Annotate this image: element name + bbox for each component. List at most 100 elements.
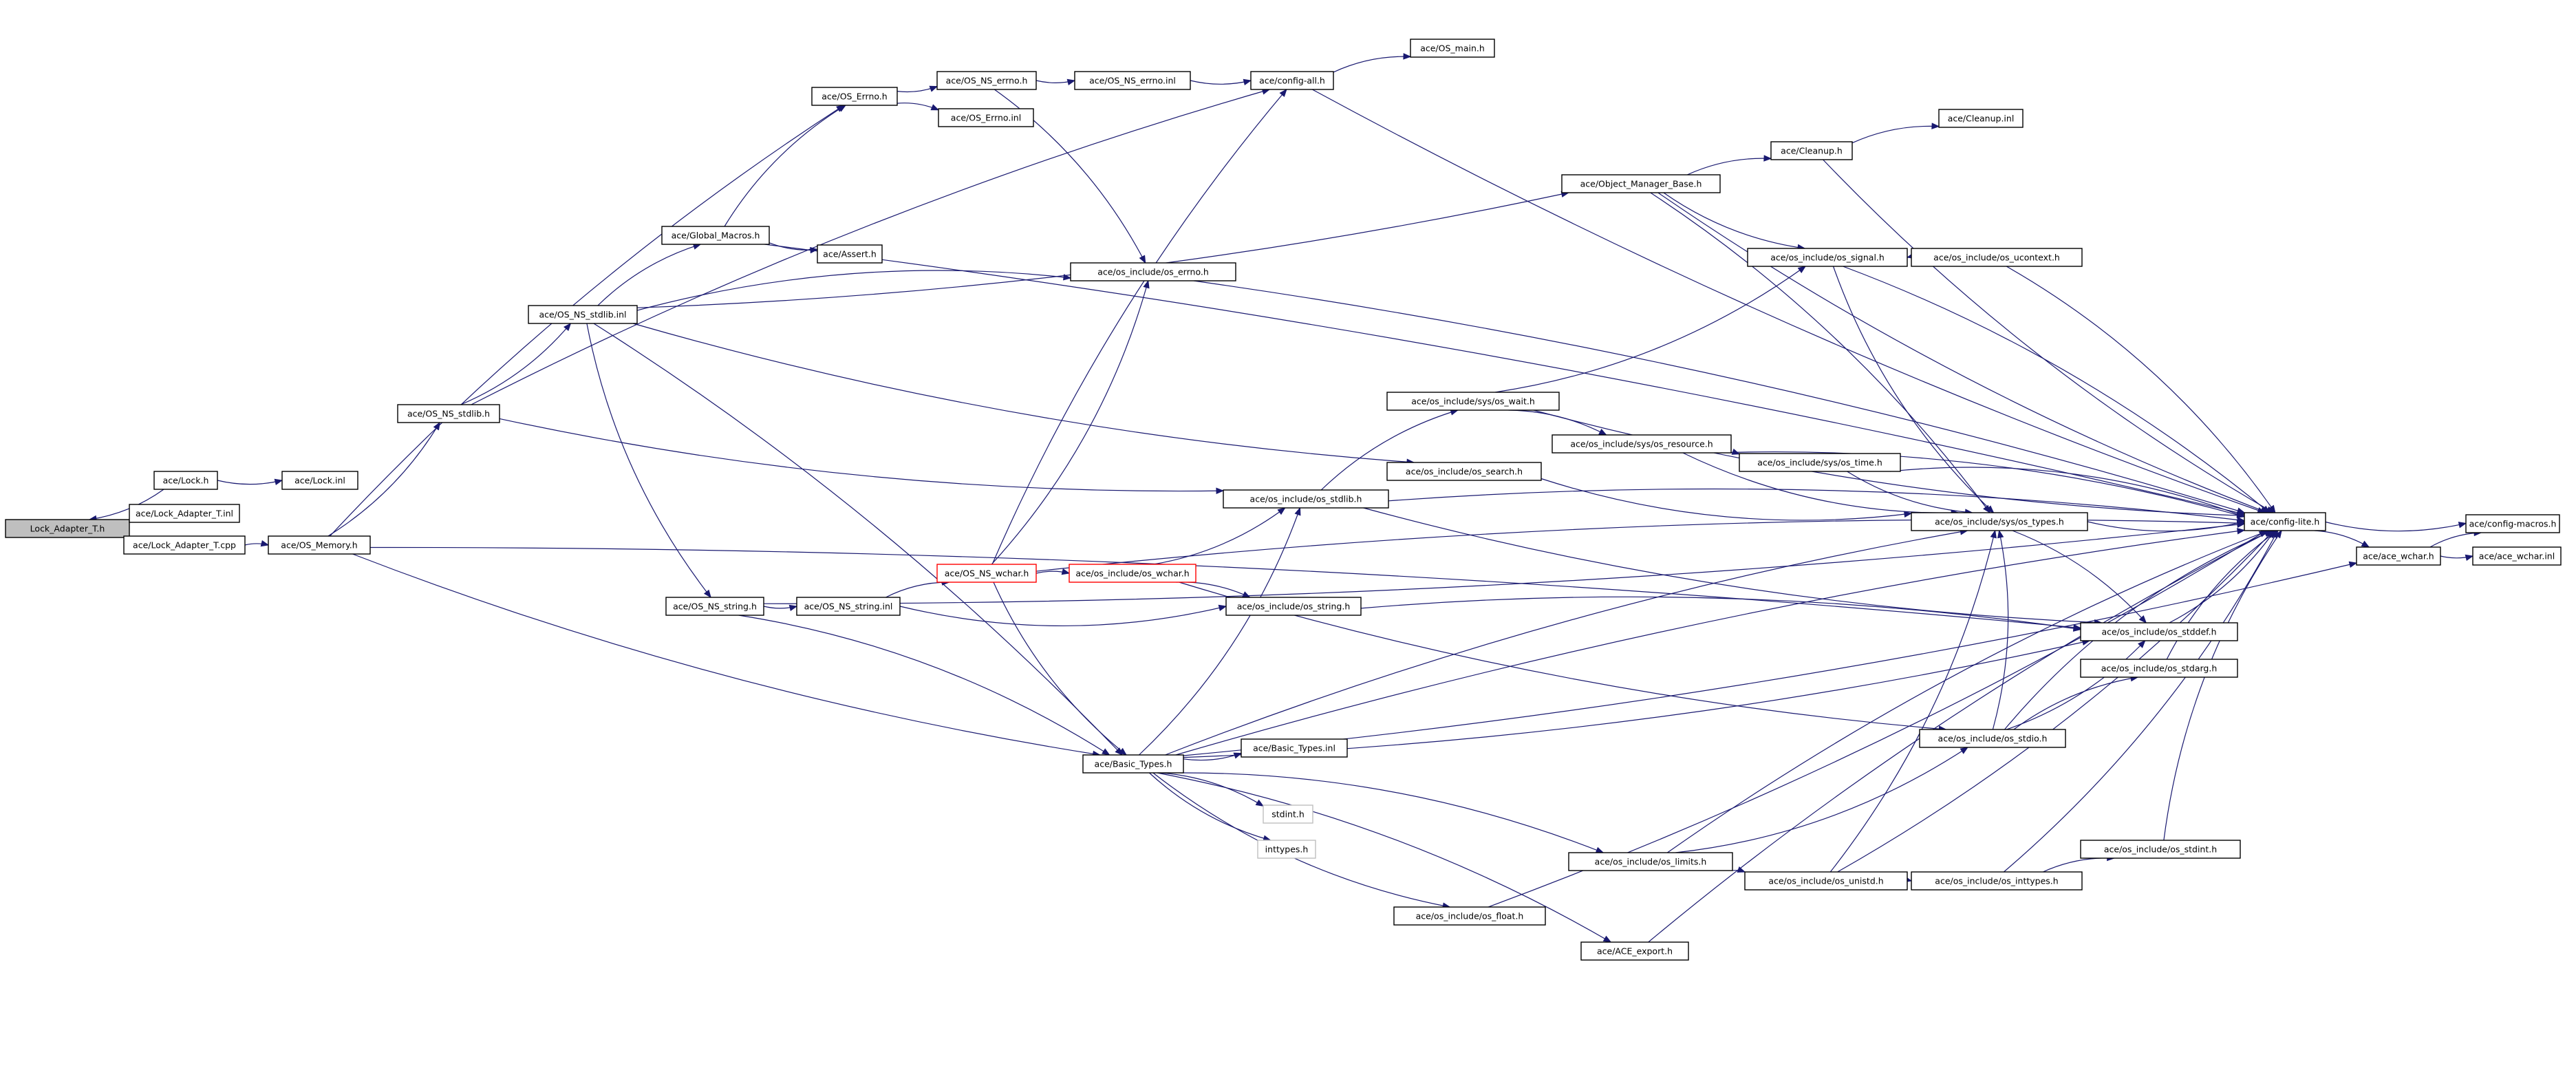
arrow-head <box>2236 511 2246 518</box>
node-globalmacros[interactable]: ace/Global_Macros.h <box>661 226 770 245</box>
node-latcpp[interactable]: ace/Lock_Adapter_T.cpp <box>123 535 246 555</box>
arrow-head <box>1139 255 1146 264</box>
edge-osunistd-to-ostypes <box>1829 529 1997 873</box>
arrow-head <box>1986 505 1995 513</box>
node-oserrnoh[interactable]: ace/OS_Errno.h <box>811 87 898 106</box>
node-osinttypes[interactable]: ace/os_include/os_inttypes.h <box>1911 871 2083 891</box>
node-ossearch[interactable]: ace/os_include/os_search.h <box>1386 462 1542 481</box>
edge-line <box>2325 521 2467 532</box>
edge-line <box>1494 266 1806 393</box>
edge-line <box>2006 640 2146 730</box>
node-osmem[interactable]: ace/OS_Memory.h <box>268 535 371 555</box>
edge-line <box>738 615 1110 756</box>
edge-osnsstringh-to-osnsstringinl <box>763 604 798 612</box>
edge-osnswchar-to-configall <box>991 88 1287 565</box>
node-osnserrnoinl[interactable]: ace/OS_NS_errno.inl <box>1074 71 1191 90</box>
node-osstdint[interactable]: ace/os_include/os_stdint.h <box>2080 840 2241 859</box>
node-aceexport[interactable]: ace/ACE_export.h <box>1580 941 1689 961</box>
node-osnsstdlibinl[interactable]: ace/OS_NS_stdlib.inl <box>528 305 638 324</box>
arrow-head <box>2138 615 2147 624</box>
edge-objmgr-to-ossignal <box>1663 192 1806 251</box>
edge-basictypesh-to-stdinth <box>1161 772 1265 807</box>
node-osresource[interactable]: ace/os_include/sys/os_resource.h <box>1552 434 1732 454</box>
edge-osnsstdlibh-to-osstdlibinc <box>499 418 1225 494</box>
edge-line <box>1715 451 2245 518</box>
node-osstddef[interactable]: ace/os_include/os_stddef.h <box>2080 622 2238 641</box>
node-asserth[interactable]: ace/Assert.h <box>817 244 883 264</box>
node-stdinth[interactable]: stdint.h <box>1263 804 1313 824</box>
node-box <box>1919 729 2066 748</box>
arrow-head <box>1118 747 1128 756</box>
node-label: ace/config-macros.h <box>2469 519 2557 529</box>
node-oserrnoinl[interactable]: ace/OS_Errno.inl <box>938 108 1034 127</box>
edge-line <box>1388 488 2245 522</box>
node-lockh[interactable]: ace/Lock.h <box>153 471 218 490</box>
edge-line <box>352 553 1100 756</box>
edge-osstringinc-to-osstddef <box>1360 596 2082 632</box>
node-configall[interactable]: ace/config-all.h <box>1250 71 1334 90</box>
node-osstdlibinc[interactable]: ace/os_include/os_stdlib.h <box>1223 489 1389 509</box>
node-osnsstringh[interactable]: ace/OS_NS_string.h <box>665 597 764 616</box>
edge-ossystime-to-configlite <box>1890 467 2246 518</box>
node-oslimits[interactable]: ace/os_include/os_limits.h <box>1568 852 1733 871</box>
node-box <box>1393 906 1546 926</box>
node-basictypesh[interactable]: ace/Basic_Types.h <box>1082 754 1184 774</box>
node-cleanupinl[interactable]: ace/Cleanup.inl <box>1938 109 2024 128</box>
node-ossignal[interactable]: ace/os_include/os_signal.h <box>1747 248 1908 267</box>
edge-line <box>1153 507 1286 565</box>
node-label: ace/Basic_Types.h <box>1095 759 1172 769</box>
node-osnserrnoh[interactable]: ace/OS_NS_errno.h <box>936 71 1037 90</box>
node-latinl[interactable]: ace/Lock_Adapter_T.inl <box>129 504 240 523</box>
edge-line <box>2004 530 2279 873</box>
node-box <box>1911 871 2083 891</box>
node-osnsstdlibh[interactable]: ace/OS_NS_stdlib.h <box>397 404 500 423</box>
edge-line <box>1360 596 2081 630</box>
arrow-head <box>1598 428 1607 436</box>
node-configmacros[interactable]: ace/config-macros.h <box>2465 514 2560 533</box>
edge-osnsstringinl-to-osstringinc <box>899 604 1227 627</box>
node-label: ace/os_include/os_stdio.h <box>1938 734 2048 744</box>
edge-oslimits-to-osstdio <box>1675 747 1969 853</box>
node-acewcharh[interactable]: ace/ace_wchar.h <box>2356 546 2441 566</box>
node-ostypes[interactable]: ace/os_include/sys/os_types.h <box>1911 512 2088 531</box>
edge-ossignal-to-configlite <box>1843 266 2271 513</box>
node-box <box>811 87 898 106</box>
node-label: ace/Basic_Types.inl <box>1253 743 1335 754</box>
node-osstdio[interactable]: ace/os_include/os_stdio.h <box>1919 729 2066 748</box>
node-osfloat[interactable]: ace/os_include/os_float.h <box>1393 906 1546 926</box>
node-box <box>1069 564 1196 583</box>
node-inttypesh[interactable]: inttypes.h <box>1257 840 1316 859</box>
node-osstdarg[interactable]: ace/os_include/os_stdarg.h <box>2080 659 2238 678</box>
edge-osucontext-to-configlite <box>2006 266 2276 514</box>
node-osnsstringinl[interactable]: ace/OS_NS_string.inl <box>796 597 901 616</box>
edge-basictypesh-to-acewcharh <box>1183 561 2358 756</box>
node-basictypesinl[interactable]: ace/Basic_Types.inl <box>1241 738 1348 758</box>
node-objmgr[interactable]: ace/Object_Manager_Base.h <box>1561 174 1721 193</box>
node-osucontext[interactable]: ace/os_include/os_ucontext.h <box>1911 248 2083 267</box>
node-label: ace/OS_NS_wchar.h <box>945 568 1029 579</box>
node-ossystime[interactable]: ace/os_include/sys/os_time.h <box>1739 453 1901 472</box>
node-oswait[interactable]: ace/os_include/sys/os_wait.h <box>1386 392 1560 411</box>
edge-line <box>1686 158 1772 175</box>
edge-osnsstdlibinl-to-oserrnoinc <box>636 270 1072 311</box>
edge-osnswchar-to-basictypesh <box>993 582 1128 756</box>
node-label: ace/os_include/os_search.h <box>1406 467 1523 477</box>
node-cleanuph[interactable]: ace/Cleanup.h <box>1770 141 1853 160</box>
node-configlite[interactable]: ace/config-lite.h <box>2244 512 2326 531</box>
node-acewcharinl[interactable]: ace/ace_wchar.inl <box>2472 546 2562 566</box>
edge-oserrnoh-to-oserrnoinl <box>897 103 940 111</box>
node-label: ace/os_include/os_stddef.h <box>2101 627 2216 637</box>
edge-line <box>1852 125 1940 144</box>
edge-basictypesh-to-configlite <box>1175 528 2246 756</box>
node-lockinl[interactable]: ace/Lock.inl <box>281 471 358 490</box>
node-osnswchar[interactable]: ace/OS_NS_wchar.h <box>936 564 1037 583</box>
node-oserrnoinc[interactable]: ace/os_include/os_errno.h <box>1070 262 1236 281</box>
node-osmain[interactable]: ace/OS_main.h <box>1410 39 1495 58</box>
node-oswcharinc[interactable]: ace/os_include/os_wchar.h <box>1069 564 1196 583</box>
node-box <box>1257 840 1316 859</box>
node-osstringinc[interactable]: ace/os_include/os_string.h <box>1225 597 1362 616</box>
arrow-head <box>837 105 847 112</box>
edge-configlite-to-configmacros <box>2325 521 2467 532</box>
edge-basictypesh-to-ostypes <box>1165 529 1968 756</box>
node-osunistd[interactable]: ace/os_include/os_unistd.h <box>1744 871 1908 891</box>
